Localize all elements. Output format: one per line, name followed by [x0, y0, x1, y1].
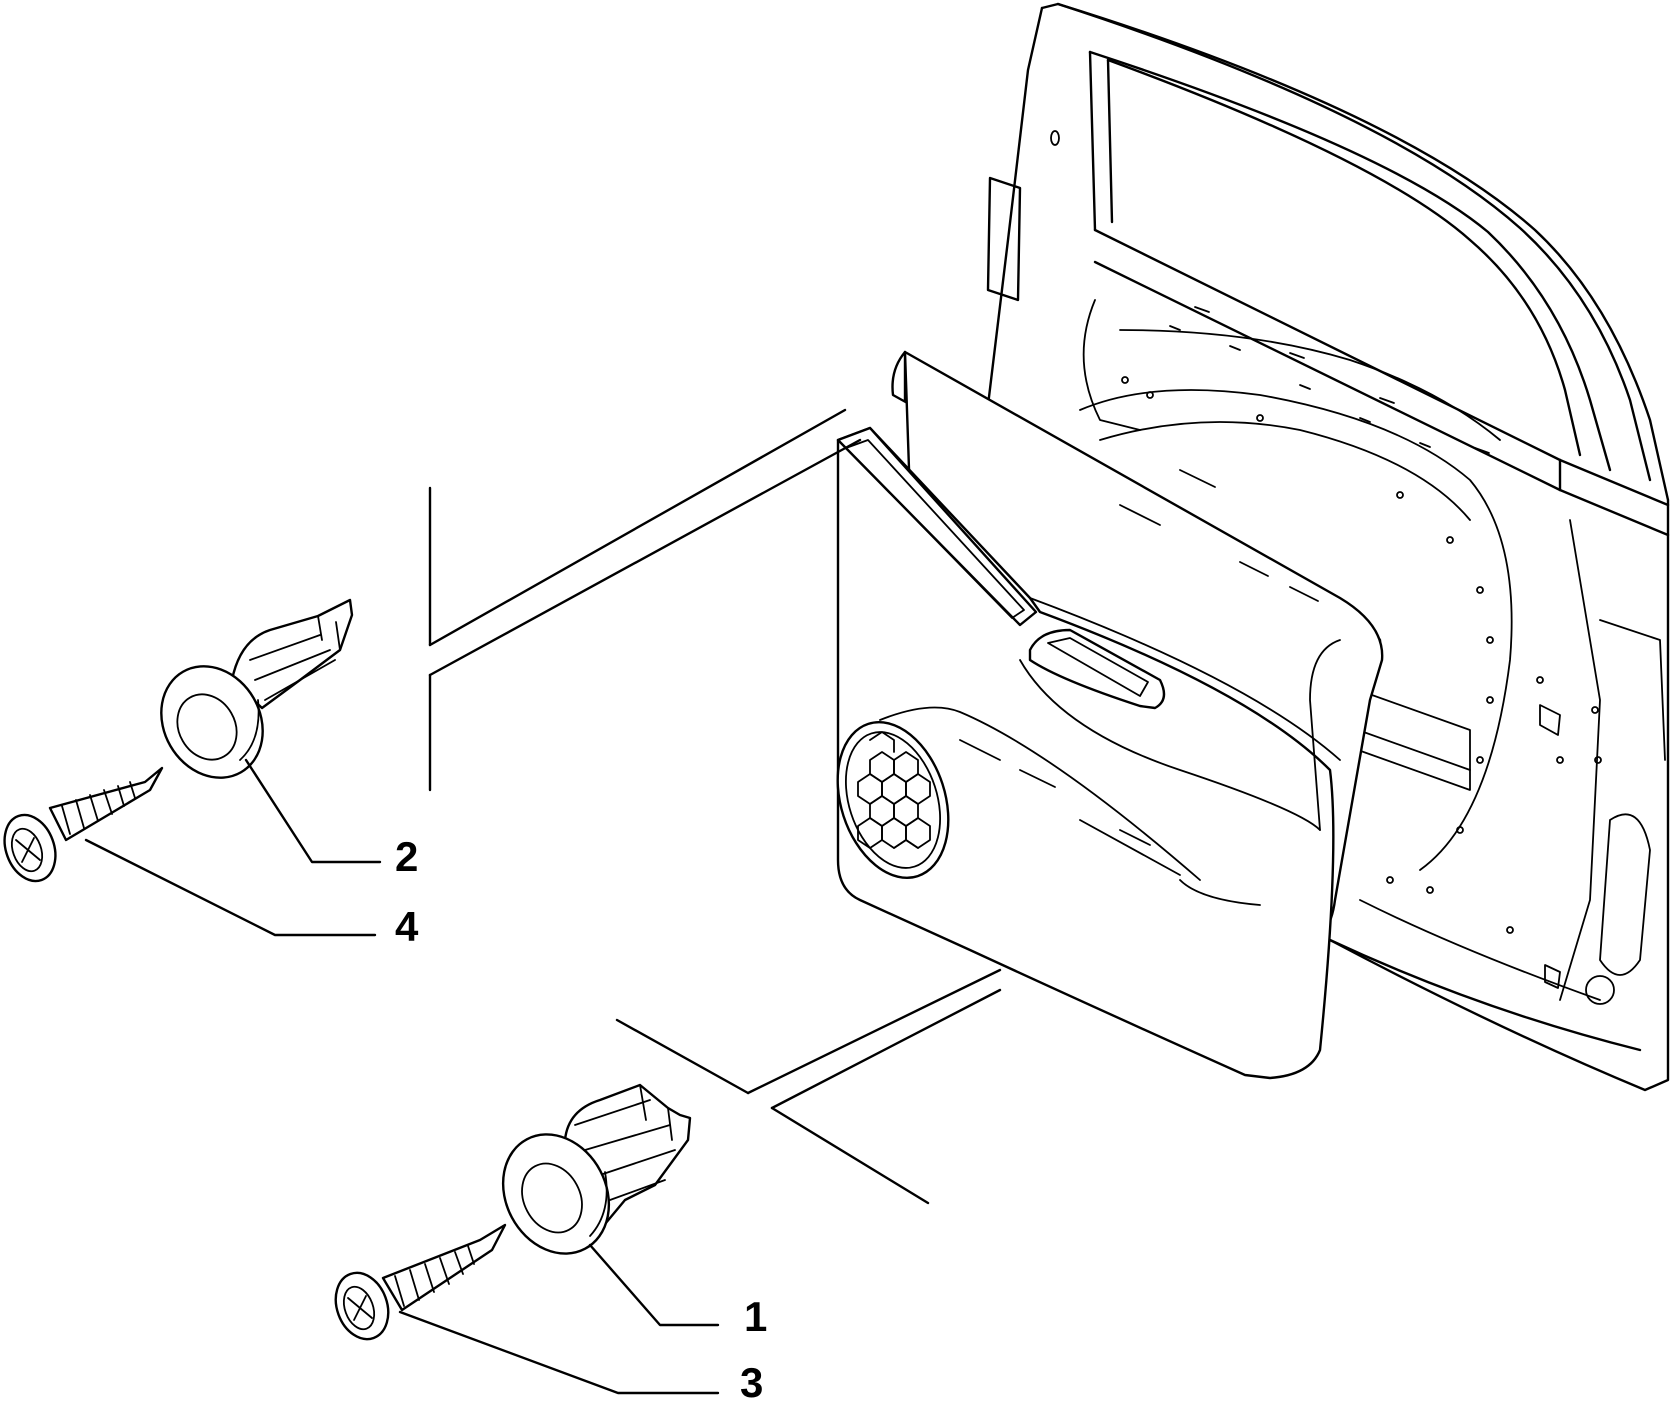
panel-clip-small [160, 598, 354, 779]
callout-number-4: 4 [395, 903, 419, 950]
speaker-grille-icon [857, 731, 931, 849]
leader-2 [244, 758, 382, 864]
panel-clip-large [501, 1083, 692, 1255]
callout-number-2: 2 [395, 833, 419, 880]
screw-lower [334, 1223, 507, 1341]
leader-3 [398, 1310, 720, 1395]
leader-4 [84, 838, 377, 937]
callout-number-3: 3 [740, 1359, 764, 1406]
leader-1 [588, 1243, 720, 1327]
leader-lines [84, 758, 720, 1395]
screw-upper [3, 766, 164, 883]
door-trim-panel [836, 350, 1384, 1080]
assembly-lines [428, 408, 1002, 1205]
callout-number-1: 1 [744, 1293, 768, 1340]
